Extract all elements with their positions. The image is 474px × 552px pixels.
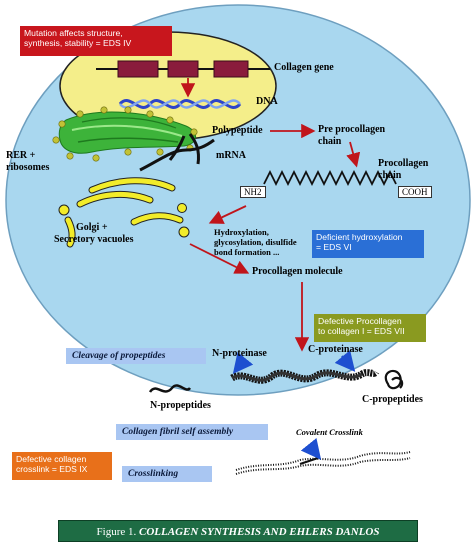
eds4-line: Mutation affects structure, (24, 28, 123, 38)
dna-strand (119, 99, 241, 109)
procollagen-molecule-label: Procollagen molecule (252, 266, 343, 277)
secretory-vacuole (177, 203, 187, 213)
secretory-vacuole (178, 226, 190, 238)
mrna (139, 138, 215, 172)
eds7-line: to collagen I = EDS VII (318, 326, 405, 337)
pre-procollagen-line: chain (318, 135, 342, 147)
hydroxylation-line: bond formation ... (214, 246, 280, 257)
eds9-box: Defective collagen crosslink = EDS IX (12, 452, 112, 480)
c-propeptides-label: C-propeptides (362, 394, 423, 405)
dna-label: DNA (256, 96, 278, 107)
procollagen-chain-line: chain (378, 169, 402, 181)
gene-block (167, 60, 199, 78)
eds4-line: synthesis, stability = EDS IV (24, 38, 132, 49)
procollagen-chain (263, 169, 397, 187)
collagen-gene-label: Collagen gene (274, 62, 334, 73)
procollagen-chain-label: Procollagen chain (378, 158, 428, 181)
step-cleavage: Cleavage of propeptides (66, 348, 206, 364)
covalent-crosslink-label: Covalent Crosslink (296, 427, 363, 437)
rer-line: RER + (6, 150, 36, 161)
figure-caption: Figure 1. COLLAGEN SYNTHESIS AND EHLERS … (58, 520, 418, 542)
secretory-vacuole (58, 204, 70, 216)
nh2-label: NH2 (240, 186, 266, 199)
golgi-line: Secretory vacuoles (54, 233, 134, 245)
eds6-line: = EDS VI (316, 242, 352, 253)
arrow-covalent-crosslink (300, 438, 322, 460)
n-propeptides-label: N-propeptides (150, 400, 211, 411)
gene-block (213, 60, 249, 78)
eds9-line: crosslink = EDS IX (16, 464, 88, 475)
hydroxylation-label: Hydroxylation, glycosylation, disulfide … (214, 227, 297, 257)
rer-label: RER + ribosomes (6, 150, 49, 173)
golgi-line: Golgi + (76, 222, 108, 233)
rer-line: ribosomes (6, 161, 50, 173)
eds7-box: Defective Procollagen to collagen I = ED… (314, 314, 426, 342)
eds4-box: Mutation affects structure, synthesis, s… (20, 26, 172, 56)
eds6-box: Deficient hydroxylation = EDS VI (312, 230, 424, 258)
arrow-to-procollagen-molecule (189, 243, 250, 274)
gene-block (117, 60, 159, 78)
pre-procollagen-label: Pre procollagen chain (318, 124, 385, 147)
eds7-line: Defective Procollagen (318, 316, 402, 326)
n-proteinase-label: N-proteinase (212, 348, 267, 359)
arrow-c-proteinase (334, 350, 356, 372)
step-fibril-assembly: Collagen fibril self assembly (116, 424, 268, 440)
polypeptide-label: Polypeptide (212, 125, 263, 136)
c-proteinase-label: C-proteinase (308, 344, 363, 355)
golgi-label: Golgi + Secretory vacuoles (54, 222, 134, 245)
n-propeptide (148, 384, 192, 393)
step-crosslinking: Crosslinking (122, 466, 212, 482)
pre-procollagen-line: Pre procollagen (318, 124, 386, 135)
eds9-line: Defective collagen (16, 454, 87, 464)
arrow-to-golgi (208, 205, 247, 224)
mrna-label: mRNA (216, 150, 246, 161)
eds6-line: Deficient hydroxylation (316, 232, 403, 242)
procollagen-chain-line: Procollagen (378, 158, 429, 169)
c-propeptide (384, 369, 404, 390)
arrow-pre-procollagen (346, 141, 361, 168)
hydroxylation-line: Hydroxylation, (214, 227, 269, 237)
hydroxylation-line: glycosylation, disulfide (214, 236, 297, 247)
caption-prefix: Figure 1. (96, 526, 140, 538)
cooh-label: COOH (398, 186, 432, 199)
collagen-fibril (235, 451, 411, 471)
arrow-n-proteinase (232, 352, 254, 374)
caption-title: COLLAGEN SYNTHESIS AND EHLERS DANLOS (139, 526, 380, 538)
